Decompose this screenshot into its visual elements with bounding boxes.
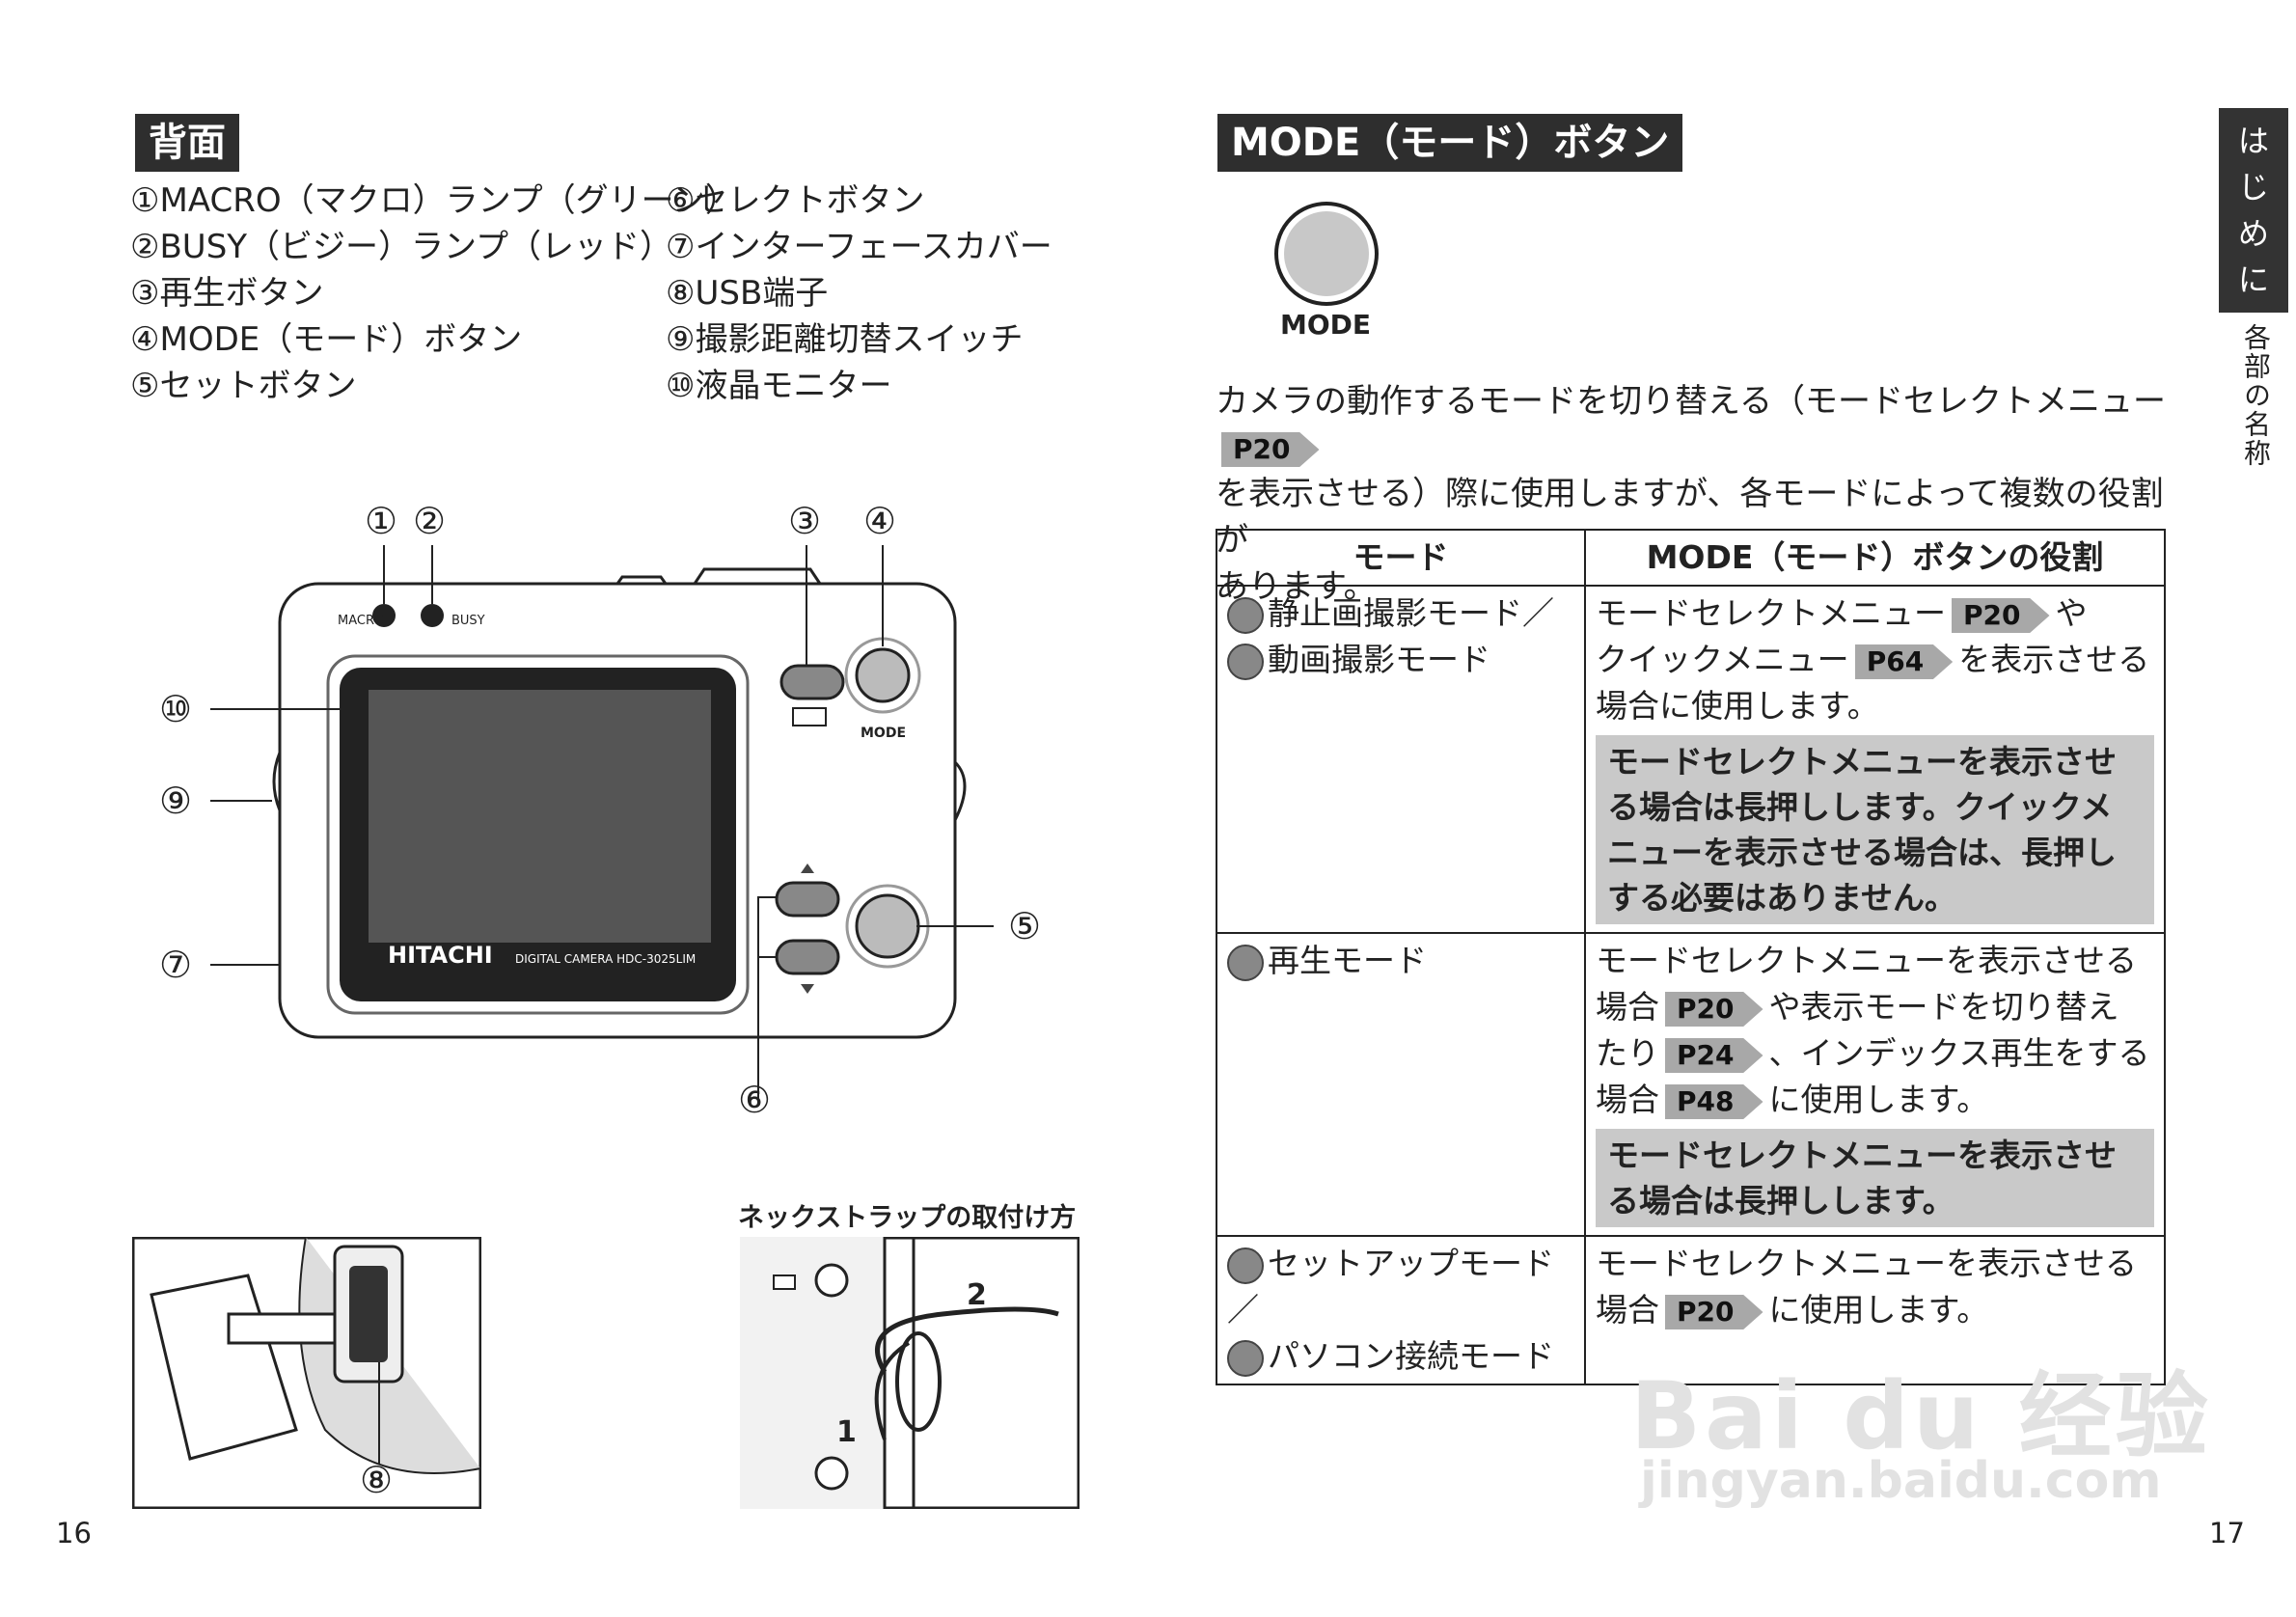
part-item: ⑥セレクトボタン: [666, 181, 925, 220]
role-text: 場合: [1596, 1291, 1659, 1329]
chapter-tab-char: じ: [2237, 169, 2269, 206]
role-text: 場合: [1596, 1081, 1659, 1118]
busy-label: BUSY: [451, 614, 485, 628]
chapter-tab-char: は: [2237, 123, 2269, 159]
page-ref: P20: [1665, 992, 1763, 1027]
watermark-url: jingyan.baidu.com: [1640, 1452, 2162, 1510]
page-ref: P48: [1665, 1084, 1763, 1119]
role-text: モードセレクトメニューを表示させる: [1596, 942, 2137, 979]
role-text: モードセレクトメニュー: [1596, 594, 1946, 632]
callout-2: ②: [413, 500, 447, 542]
section-heading-back: 背面: [135, 114, 239, 172]
note-box: モードセレクトメニューを表示させる場合は長押しします。クイックメニューを表示させ…: [1596, 735, 2154, 924]
page-ref: P20: [1221, 432, 1320, 467]
callout-5: ⑤: [1008, 905, 1042, 947]
chapter-tab: は じ め に: [2219, 108, 2288, 313]
page-number-left: 16: [56, 1517, 92, 1549]
strap-step-2: 2: [967, 1278, 987, 1312]
part-item: ⑤セットボタン: [130, 367, 357, 405]
callout-3: ③: [788, 500, 822, 542]
chapter-tab-char: め: [2237, 215, 2269, 252]
mode-name: セットアップモード／: [1227, 1245, 1554, 1329]
role-text: を表示させる: [1958, 641, 2150, 678]
role-text: や: [2055, 594, 2088, 632]
mode-table: モード MODE（モード）ボタンの役割 静止画撮影モード／ 動画撮影モード モー…: [1216, 529, 2166, 1385]
role-text: たり: [1596, 1034, 1659, 1072]
camera-back-illustration: MACRO BUSY MODE HITACHI DIGITAL CAMERA H…: [210, 545, 994, 1100]
part-item: ⑨撮影距離切替スイッチ: [666, 320, 1024, 359]
section-heading-mode: MODE（モード）ボタン: [1217, 114, 1683, 172]
mode-button-label: MODE: [1280, 309, 1372, 341]
role-text: 場合に使用します。: [1596, 687, 1879, 725]
section-side-label: 各部の名称: [2240, 323, 2272, 468]
role-text: 、インデックス再生をする: [1768, 1034, 2150, 1072]
table-header-role: MODE（モード）ボタンの役割: [1584, 529, 2166, 587]
usb-terminal-illustration: [132, 1237, 481, 1509]
note-box: モードセレクトメニューを表示させる場合は長押しします。: [1596, 1129, 2154, 1227]
page-ref: P20: [1952, 598, 2050, 633]
role-text: に使用します。: [1768, 1291, 1989, 1329]
callout-7: ⑦: [159, 944, 193, 986]
part-item: ⑧USB端子: [666, 274, 829, 313]
watermark-logo: Bai du 经验: [1630, 1362, 2212, 1470]
page-ref: P20: [1665, 1295, 1763, 1329]
brand-label: HITACHI: [388, 942, 493, 969]
movie-icon: [1227, 643, 1264, 680]
callout-1: ①: [365, 500, 398, 542]
role-text: 場合: [1596, 988, 1659, 1026]
mode-name: パソコン接続モード: [1268, 1337, 1554, 1375]
chapter-tab-char: に: [2237, 261, 2269, 298]
mode-button-icon: [1274, 202, 1379, 306]
mode-name: 再生モード: [1268, 942, 1427, 979]
play-icon: [1227, 944, 1264, 981]
mode-name: 静止画撮影モード／: [1268, 594, 1554, 632]
mode-name: 動画撮影モード: [1268, 641, 1490, 678]
part-item: ④MODE（モード）ボタン: [130, 320, 523, 359]
model-label: DIGITAL CAMERA HDC-3025LIM: [515, 952, 696, 966]
callout-8: ⑧: [360, 1459, 394, 1501]
role-text: クイックメニュー: [1596, 641, 1849, 678]
strap-step-1: 1: [836, 1415, 857, 1449]
role-text: モードセレクトメニューを表示させる: [1596, 1245, 2137, 1282]
callout-6: ⑥: [738, 1079, 772, 1121]
table-header-mode: モード: [1216, 529, 1586, 587]
camera-icon: [1227, 596, 1264, 634]
callout-9: ⑨: [159, 780, 193, 822]
macro-label: MACRO: [338, 614, 384, 628]
part-item: ⑦インターフェースカバー: [666, 228, 1052, 266]
callout-4: ④: [863, 500, 897, 542]
strap-illustration: 1 2: [740, 1237, 1080, 1509]
part-item: ①MACRO（マクロ）ランプ（グリーン）: [130, 181, 738, 220]
role-text: や表示モードを切り替え: [1768, 988, 2119, 1026]
role-text: に使用します。: [1768, 1081, 1989, 1118]
part-item: ⑩液晶モニター: [666, 367, 892, 405]
callout-10: ⑩: [159, 688, 193, 730]
part-item: ②BUSY（ビジー）ランプ（レッド）: [130, 228, 673, 266]
pc-connect-icon: [1227, 1339, 1264, 1377]
setup-icon: [1227, 1247, 1264, 1284]
parts-list-col1: ①MACRO（マクロ）ランプ（グリーン） ②BUSY（ビジー）ランプ（レッド） …: [130, 178, 738, 409]
intro-line-1: カメラの動作するモードを切り替える（モードセレクトメニュー: [1216, 382, 2166, 421]
page-number-right: 17: [2209, 1517, 2245, 1549]
part-item: ③再生ボタン: [130, 274, 324, 313]
table-row: セットアップモード／ パソコン接続モード モードセレクトメニューを表示させる 場…: [1216, 1235, 2166, 1385]
page-ref: P24: [1665, 1038, 1763, 1073]
mode-small-label: MODE: [861, 726, 906, 741]
page-ref: P64: [1854, 644, 1954, 679]
parts-list-col2: ⑥セレクトボタン ⑦インターフェースカバー ⑧USB端子 ⑨撮影距離切替スイッチ…: [666, 178, 1052, 409]
strap-title: ネックストラップの取付け方: [738, 1203, 1077, 1233]
